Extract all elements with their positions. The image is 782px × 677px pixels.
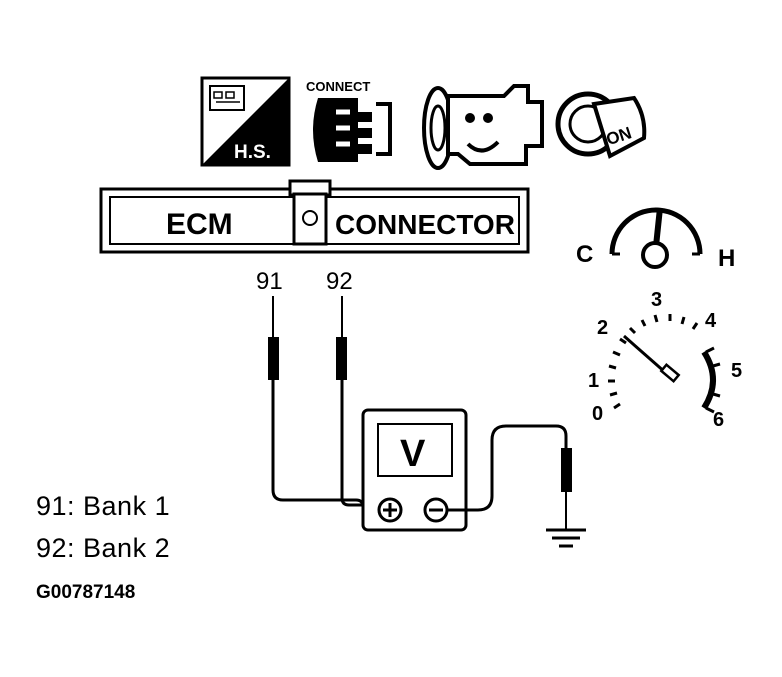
tach-tick-1: 1	[588, 370, 599, 392]
ecm-connector: ECM CONNECTOR	[99, 179, 530, 254]
pin-91-label: 91	[256, 268, 283, 295]
tach-tick-0: 0	[592, 403, 603, 425]
cold-label: C	[576, 241, 593, 268]
ground-symbol-icon	[546, 528, 586, 548]
figure-code: G00787148	[36, 582, 136, 603]
connector-label: CONNECTOR	[335, 209, 515, 240]
ignition-on-icon: ON	[555, 91, 647, 159]
voltmeter-display: V	[400, 433, 426, 475]
ecm-label: ECM	[166, 208, 233, 241]
legend-bank-2: 92: Bank 2	[36, 533, 171, 563]
legend-bank-1: 91: Bank 1	[36, 491, 171, 521]
probe-lead-91	[268, 296, 365, 510]
probe-lead-92	[336, 296, 362, 507]
tachometer: 0 1 2 3 4 5 6	[588, 289, 742, 431]
hs-label: H.S.	[234, 142, 271, 163]
engine-running-icon	[422, 84, 544, 170]
harness-switch-icon: H.S.	[200, 76, 291, 167]
tach-tick-5: 5	[731, 360, 742, 382]
tach-tick-3: 3	[651, 289, 662, 311]
tach-tick-2: 2	[597, 317, 608, 339]
connector-disconnect-icon: CONNECT	[306, 79, 392, 162]
tach-tick-6: 6	[713, 409, 724, 431]
connect-label: CONNECT	[306, 79, 370, 94]
temperature-gauge: C H	[576, 207, 735, 272]
voltmeter: V	[361, 408, 468, 532]
pin-92-label: 92	[326, 268, 353, 295]
tach-tick-4: 4	[705, 310, 717, 332]
hot-label: H	[718, 245, 735, 272]
ground-lead	[447, 424, 572, 530]
